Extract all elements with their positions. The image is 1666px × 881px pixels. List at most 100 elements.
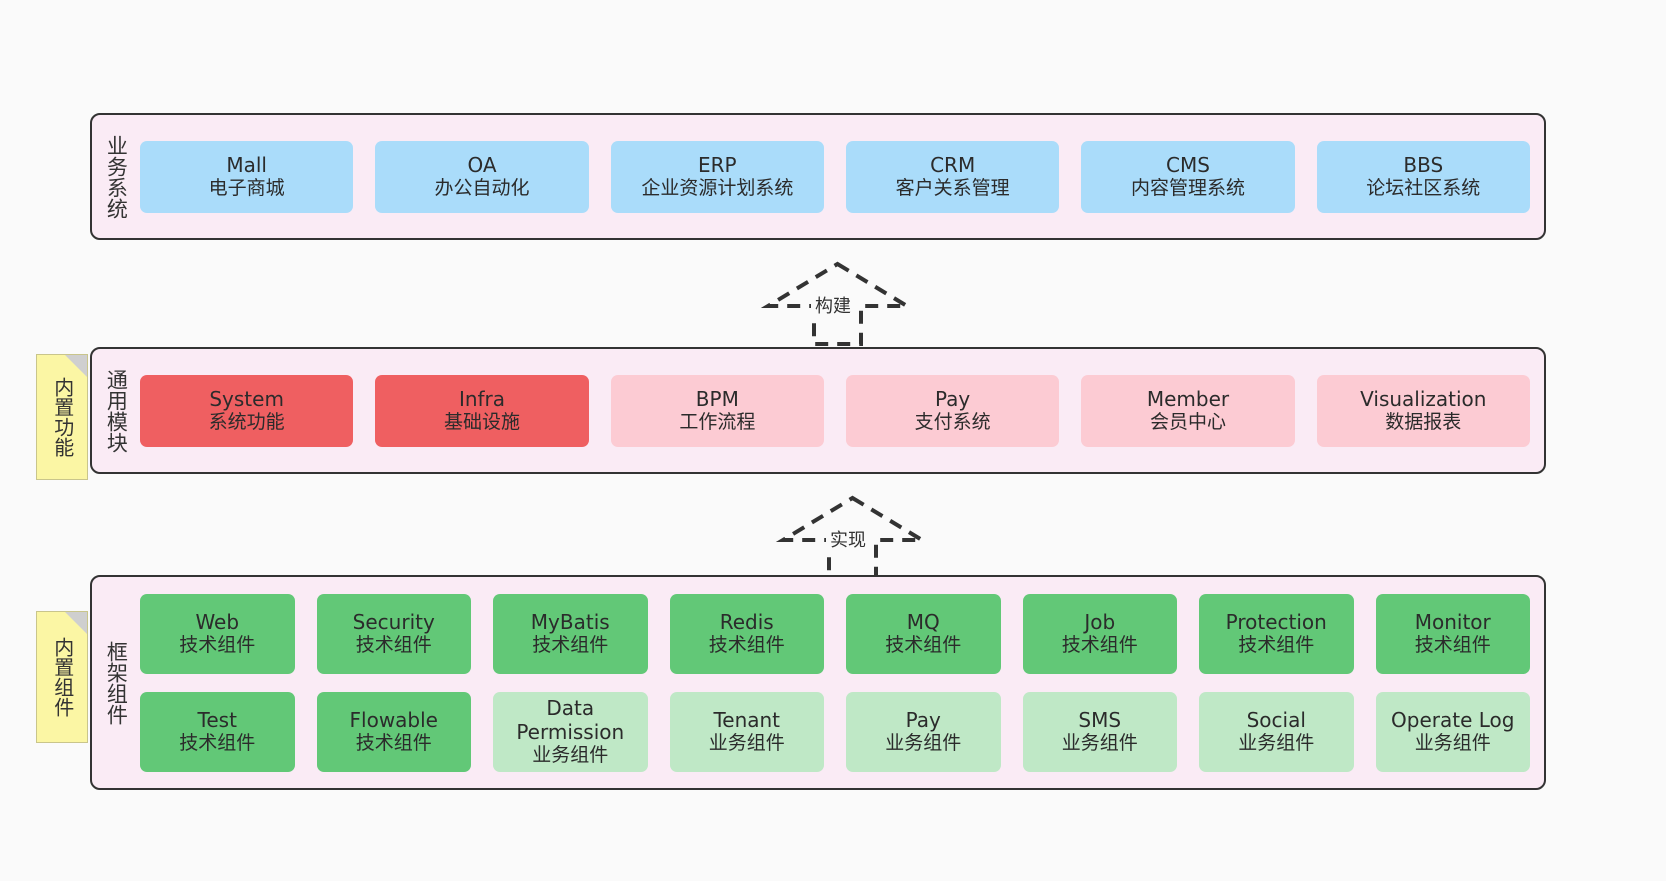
- card-title: Member: [1146, 386, 1230, 411]
- layer-common-body: System 系统功能 Infra 基础设施 BPM 工作流程 Pay 支付系统…: [140, 349, 1544, 472]
- card-title: Operate Log: [1391, 707, 1515, 732]
- card-title: ERP: [698, 152, 737, 177]
- card-pay-component[interactable]: Pay 业务组件: [846, 691, 1001, 772]
- card-member[interactable]: Member 会员中心: [1081, 374, 1295, 447]
- card-mybatis[interactable]: MyBatis 技术组件: [493, 593, 648, 674]
- card-title: CRM: [930, 152, 976, 177]
- layer-business-body: Mall 电子商城 OA 办公自动化 ERP 企业资源计划系统 CRM 客户关系…: [140, 115, 1544, 238]
- card-subtitle: 系统功能: [208, 411, 285, 434]
- connector-implement-label: 实现: [826, 526, 870, 552]
- card-title: BPM: [695, 386, 739, 411]
- card-title: Web: [195, 609, 240, 634]
- card-visualization[interactable]: Visualization 数据报表: [1316, 374, 1530, 447]
- card-title: Job: [1084, 609, 1116, 634]
- card-tenant[interactable]: Tenant 业务组件: [669, 691, 824, 772]
- layer-common-title: 通用模块: [104, 368, 129, 453]
- card-title: SMS: [1078, 707, 1122, 732]
- card-subtitle: 业务组件: [1414, 732, 1491, 755]
- card-title: Redis: [719, 609, 774, 634]
- card-crm[interactable]: CRM 客户关系管理: [845, 140, 1060, 213]
- card-subtitle: 内容管理系统: [1130, 177, 1245, 200]
- card-data-permission[interactable]: Data Permission 业务组件: [493, 691, 648, 772]
- card-title: Pay: [905, 707, 941, 732]
- card-cms[interactable]: CMS 内容管理系统: [1081, 140, 1295, 213]
- side-tab-builtin-component[interactable]: 内置组件: [36, 611, 88, 743]
- card-subtitle: 技术组件: [1238, 634, 1315, 657]
- card-subtitle: 电子商城: [208, 177, 285, 200]
- card-mall[interactable]: Mall 电子商城: [140, 140, 354, 213]
- card-title: Monitor: [1414, 609, 1491, 634]
- card-bbs[interactable]: BBS 论坛社区系统: [1316, 140, 1530, 213]
- card-subtitle: 客户关系管理: [895, 177, 1010, 200]
- card-infra[interactable]: Infra 基础设施: [375, 374, 589, 447]
- card-system[interactable]: System 系统功能: [140, 374, 354, 447]
- card-subtitle: 技术组件: [1414, 634, 1491, 657]
- card-title: Mall: [226, 152, 267, 177]
- folded-corner-icon: [65, 612, 87, 634]
- card-title: Visualization: [1360, 386, 1487, 411]
- framework-card-row-1: Web 技术组件 Security 技术组件 MyBatis 技术组件 Redi…: [140, 593, 1530, 674]
- card-bpm[interactable]: BPM 工作流程: [610, 374, 824, 447]
- card-erp[interactable]: ERP 企业资源计划系统: [610, 140, 824, 213]
- card-subtitle: 办公自动化: [434, 177, 530, 200]
- card-protection[interactable]: Protection 技术组件: [1199, 593, 1354, 674]
- card-monitor[interactable]: Monitor 技术组件: [1375, 593, 1530, 674]
- card-sms[interactable]: SMS 业务组件: [1022, 691, 1177, 772]
- card-oa[interactable]: OA 办公自动化: [375, 140, 589, 213]
- card-subtitle: 业务组件: [708, 732, 785, 755]
- connector-build: 构建: [755, 258, 920, 348]
- card-title: Infra: [458, 386, 506, 411]
- card-subtitle: 技术组件: [355, 732, 432, 755]
- card-subtitle: 技术组件: [532, 634, 609, 657]
- card-subtitle: 业务组件: [532, 744, 609, 767]
- card-subtitle: 数据报表: [1385, 411, 1462, 434]
- card-job[interactable]: Job 技术组件: [1022, 593, 1177, 674]
- layer-framework-component: 框架组件 Web 技术组件 Security 技术组件 MyBatis 技术组件…: [90, 575, 1546, 790]
- card-subtitle: 基础设施: [443, 411, 520, 434]
- card-subtitle: 技术组件: [1061, 634, 1138, 657]
- card-title: BBS: [1403, 152, 1444, 177]
- framework-card-row-2: Test 技术组件 Flowable 技术组件 Data Permission …: [140, 691, 1530, 772]
- layer-framework-body: Web 技术组件 Security 技术组件 MyBatis 技术组件 Redi…: [140, 577, 1544, 788]
- card-subtitle: 技术组件: [179, 634, 256, 657]
- layer-business-title: 业务系统: [104, 134, 129, 219]
- layer-framework-title: 框架组件: [104, 640, 129, 725]
- card-title: MQ: [906, 609, 940, 634]
- card-title: Security: [352, 609, 435, 634]
- card-redis[interactable]: Redis 技术组件: [669, 593, 824, 674]
- card-subtitle: 业务组件: [885, 732, 962, 755]
- side-tab-label: 内置组件: [50, 637, 75, 717]
- card-flowable[interactable]: Flowable 技术组件: [316, 691, 471, 772]
- connector-implement: 实现: [770, 492, 935, 582]
- common-card-row: System 系统功能 Infra 基础设施 BPM 工作流程 Pay 支付系统…: [140, 374, 1530, 447]
- card-title: Data Permission: [516, 695, 625, 744]
- card-title: OA: [467, 152, 497, 177]
- dashed-up-arrow-icon: [760, 261, 915, 346]
- card-subtitle: 技术组件: [708, 634, 785, 657]
- layer-common-module: 通用模块 System 系统功能 Infra 基础设施 BPM 工作流程 Pay…: [90, 347, 1546, 474]
- card-subtitle: 工作流程: [679, 411, 756, 434]
- card-subtitle: 技术组件: [885, 634, 962, 657]
- side-tab-label: 内置功能: [50, 377, 75, 457]
- side-tab-builtin-function[interactable]: 内置功能: [36, 354, 88, 480]
- card-title: System: [209, 386, 284, 411]
- card-operate-log[interactable]: Operate Log 业务组件: [1375, 691, 1530, 772]
- card-title: Test: [197, 707, 237, 732]
- card-title: CMS: [1166, 152, 1210, 177]
- card-mq[interactable]: MQ 技术组件: [846, 593, 1001, 674]
- card-social[interactable]: Social 业务组件: [1199, 691, 1354, 772]
- card-web[interactable]: Web 技术组件: [140, 593, 295, 674]
- folded-corner-icon: [65, 355, 87, 377]
- card-subtitle: 企业资源计划系统: [641, 177, 794, 200]
- card-subtitle: 论坛社区系统: [1366, 177, 1481, 200]
- card-title: MyBatis: [530, 609, 610, 634]
- layer-business-system: 业务系统 Mall 电子商城 OA 办公自动化 ERP 企业资源计划系统 CRM…: [90, 113, 1546, 240]
- card-title: Protection: [1225, 609, 1327, 634]
- card-security[interactable]: Security 技术组件: [316, 593, 471, 674]
- card-subtitle: 业务组件: [1238, 732, 1315, 755]
- card-subtitle: 技术组件: [179, 732, 256, 755]
- card-test[interactable]: Test 技术组件: [140, 691, 295, 772]
- card-title: Flowable: [349, 707, 438, 732]
- card-pay-module[interactable]: Pay 支付系统: [845, 374, 1060, 447]
- card-title: Tenant: [713, 707, 781, 732]
